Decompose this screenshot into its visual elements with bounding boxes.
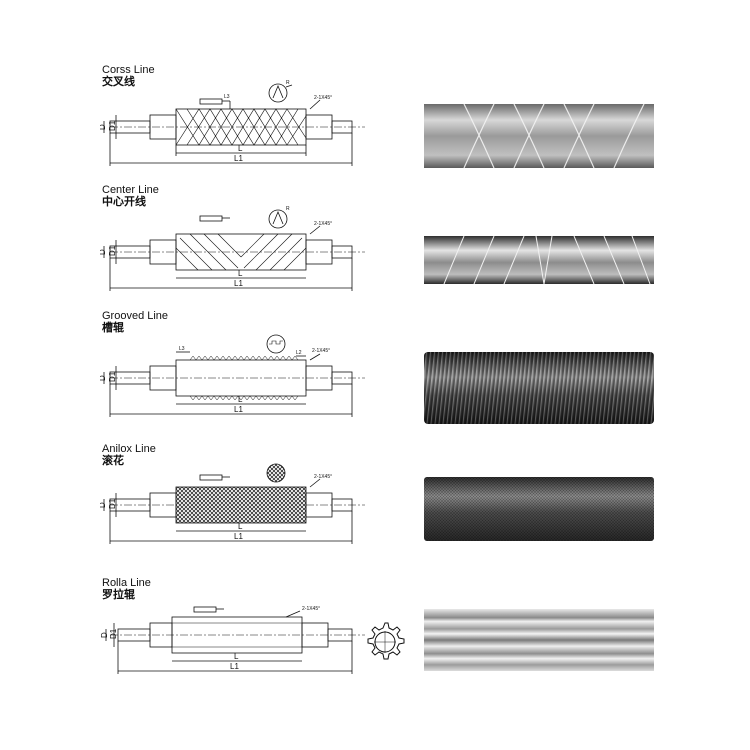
roll-row-anilox-line: Anilox Line 滚花 D D [0,443,750,573]
roll-title-en: Rolla Line [102,577,151,589]
dim-chamfer: 2-1X45° [314,95,332,101]
anilox-line-drawing: D D1 2-1X45° L L1 [100,463,365,544]
rolla-line-roll-photo [424,609,654,671]
roll-title: Corss Line 交叉线 [102,64,155,88]
dim-d1: D1 [108,120,117,131]
dim-l1: L1 [234,405,243,414]
dim-l: L [234,652,239,661]
dim-d1: D1 [108,371,117,382]
roll-title-cn: 罗拉辊 [102,589,135,601]
dim-chamfer: 2-1X45° [312,348,330,354]
roll-title: Grooved Line 槽辊 [102,310,168,334]
roll-row-rolla-line: Rolla Line 罗拉辊 D D1 2-1X45° L L1 [0,577,750,707]
dim-chamfer: 2-1X45° [314,221,332,227]
roll-title-cn: 交叉线 [102,76,135,88]
roll-title-cn: 滚花 [102,455,124,467]
dim-l3: L3 [224,94,230,100]
roll-title-en: Grooved Line [102,310,169,322]
roll-row-grooved-line: Grooved Line 槽辊 D D1 L3 L2 [0,310,750,440]
roll-title: Rolla Line 罗拉辊 [102,577,151,601]
dim-chamfer: 2-1X45° [314,474,332,480]
dim-l: L [238,395,243,404]
dim-l2: L2 [296,350,302,356]
dim-d: D [100,502,107,508]
anilox-line-roll-photo [424,477,654,541]
dim-l: L [238,144,243,153]
dim-l1: L1 [230,662,239,671]
center-line-drawing: D D1 R 2-1X45° L L1 [100,206,365,291]
dim-l1: L1 [234,154,243,163]
rolla-line-drawing: D D1 2-1X45° L L1 [100,606,365,674]
dim-r: R [286,80,290,86]
cross-line-drawing: D D1 L3 R 2-1X45° L L1 [100,80,365,166]
dim-d: D [100,632,109,638]
dim-r: R [286,206,290,212]
roll-title-en: Anilox Line [102,443,156,455]
dim-d: D [100,375,107,381]
grooved-line-roll-photo [424,352,654,424]
dim-d1: D1 [108,498,117,509]
dim-d1: D1 [108,245,117,256]
roll-title: Anilox Line 滚花 [102,443,156,467]
roll-row-cross-line: Corss Line 交叉线 [0,62,750,192]
dim-d: D [100,249,107,255]
roll-title-en: Corss Line [102,64,155,76]
dim-l1: L1 [234,532,243,541]
grooved-line-drawing: D D1 L3 L2 2-1X45° L L1 [100,334,365,417]
roll-row-center-line: Center Line 中心开线 D D1 [0,184,750,314]
dim-d: D [100,124,107,130]
dim-l: L [238,522,243,531]
rolla-cross-section-gear [367,622,405,660]
roll-title-en: Center Line [102,184,159,196]
roll-title-cn: 槽辊 [102,322,124,334]
roll-title-cn: 中心开线 [102,196,146,208]
dim-chamfer: 2-1X45° [302,606,320,612]
cross-line-roll-photo [424,104,654,168]
dim-l3: L3 [179,346,185,352]
dim-l: L [238,269,243,278]
dim-d1: D1 [109,628,118,639]
center-line-roll-photo [424,236,654,284]
roll-title: Center Line 中心开线 [102,184,159,208]
dim-l1: L1 [234,279,243,288]
